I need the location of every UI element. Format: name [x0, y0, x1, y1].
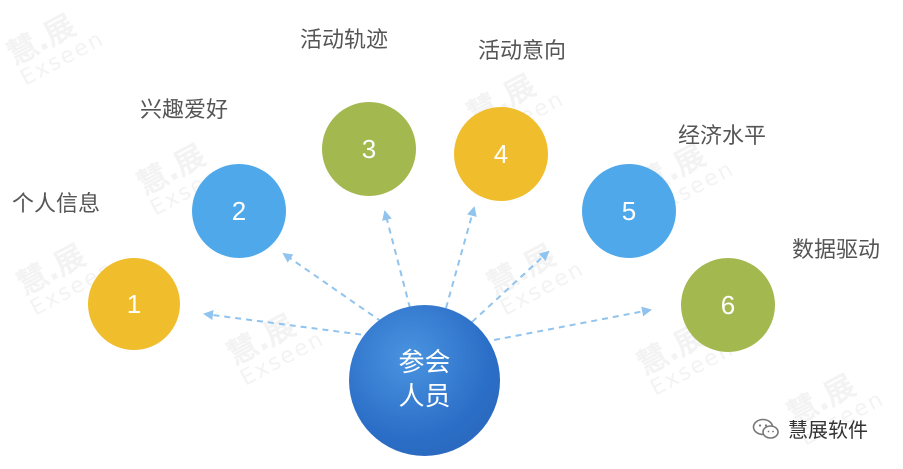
node-1-label: 个人信息: [12, 192, 101, 217]
brand-footer: 慧展软件: [752, 414, 868, 443]
brand-name: 慧展软件: [788, 418, 868, 442]
node-4-label: 活动意向: [478, 39, 567, 64]
arrow-to-node-3: [382, 210, 411, 309]
node-4-number: 4: [493, 138, 509, 169]
node-1-circle: 1: [88, 258, 180, 350]
node-2-label: 兴趣爱好: [140, 98, 229, 123]
arrow-to-node-4: [445, 206, 477, 309]
node-1-number: 1: [126, 288, 142, 319]
node-3-number: 3: [361, 133, 377, 164]
node-2-number: 2: [231, 195, 247, 226]
node-5-circle: 5: [582, 164, 676, 258]
node-6-number: 6: [720, 289, 736, 320]
node-3-circle: 3: [322, 102, 416, 196]
wechat-icon: [752, 418, 779, 439]
node-4-circle: 4: [454, 107, 548, 201]
arrow-to-node-5: [471, 250, 550, 323]
center-label-line1: 参会: [398, 347, 451, 378]
node-6-label: 数据驱动: [792, 238, 881, 263]
arrow-to-node-2: [282, 252, 383, 323]
node-2-circle: 2: [192, 164, 286, 258]
arrow-to-node-6: [493, 306, 652, 341]
node-5-number: 5: [621, 195, 637, 226]
center-node: 参会 人员: [349, 305, 500, 456]
node-6-circle: 6: [681, 258, 775, 352]
node-5-label: 经济水平: [678, 124, 767, 149]
arrow-to-node-1: [203, 310, 373, 337]
center-label-line2: 人员: [398, 381, 451, 412]
node-3-label: 活动轨迹: [300, 28, 389, 53]
